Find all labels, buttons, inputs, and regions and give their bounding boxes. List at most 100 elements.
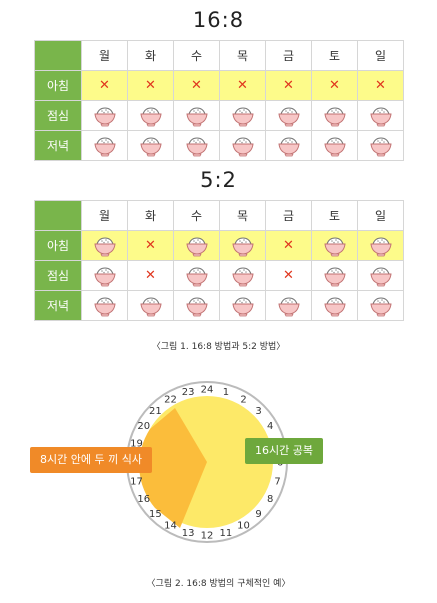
day-header: 일: [357, 200, 404, 231]
eating-window-tag: 8시간 안에 두 끼 식사: [30, 447, 152, 473]
clock-hour-label: 19: [130, 439, 143, 450]
meal-row: 저녁: [34, 130, 404, 161]
meal-cell: [357, 290, 404, 321]
meal-label: 아침: [34, 230, 82, 261]
meal-cell: [173, 130, 220, 161]
skip-x-icon: ✕: [145, 78, 156, 93]
clock-hour-label: 23: [182, 387, 195, 398]
clock-hour-label: 14: [164, 521, 177, 532]
figure1-caption: 〈그림 1. 16:8 방법과 5:2 방법〉: [151, 342, 286, 352]
meal-label: 저녁: [34, 290, 82, 321]
rice-bowl-icon: [369, 136, 392, 156]
skipped-meal-cell: ✕: [311, 70, 358, 101]
day-header: 월: [81, 40, 128, 71]
clock-hour-label: 9: [255, 509, 261, 520]
skip-x-icon: ✕: [145, 238, 156, 253]
table-corner: [34, 40, 82, 71]
eating-window-label: 8시간 안에 두 끼 식사: [40, 453, 142, 466]
table-corner: [34, 200, 82, 231]
skip-x-icon: ✕: [283, 78, 294, 93]
rice-bowl-icon: [185, 136, 208, 156]
meal-row: 저녁: [34, 290, 404, 321]
clock-hour-label: 11: [220, 528, 233, 539]
clock-hour-label: 12: [201, 531, 214, 542]
meal-label: 저녁: [34, 130, 82, 161]
day-header: 일: [357, 40, 404, 71]
meal-cell: [81, 290, 128, 321]
fasting-tag: 16시간 공복: [245, 438, 323, 464]
meal-cell: [265, 290, 312, 321]
meal-cell: [311, 230, 358, 261]
skip-x-icon: ✕: [329, 78, 340, 93]
skipped-meal-cell: ✕: [127, 260, 174, 291]
day-header: 월: [81, 200, 128, 231]
rice-bowl-icon: [323, 266, 346, 286]
meal-row: 점심: [34, 100, 404, 131]
skipped-meal-cell: ✕: [265, 260, 312, 291]
table2-title: 5:2: [200, 168, 237, 192]
skipped-meal-cell: ✕: [357, 70, 404, 101]
meal-cell: [219, 100, 266, 131]
clock-hour-label: 4: [267, 421, 273, 432]
clock-hour-label: 21: [149, 406, 162, 417]
meal-row: 아침 ✕ ✕: [34, 230, 404, 261]
skipped-meal-cell: ✕: [265, 230, 312, 261]
meal-cell: [265, 100, 312, 131]
clock-hour-label: 17: [130, 476, 143, 487]
rice-bowl-icon: [277, 106, 300, 126]
day-header: 화: [127, 200, 174, 231]
day-header: 수: [173, 200, 220, 231]
meal-cell: [127, 130, 174, 161]
clock-hour-label: 24: [201, 385, 214, 396]
rice-bowl-icon: [369, 236, 392, 256]
rice-bowl-icon: [139, 296, 162, 316]
meal-cell: [357, 130, 404, 161]
skipped-meal-cell: ✕: [127, 70, 174, 101]
rice-bowl-icon: [93, 296, 116, 316]
day-header: 금: [265, 40, 312, 71]
skip-x-icon: ✕: [237, 78, 248, 93]
rice-bowl-icon: [369, 106, 392, 126]
rice-bowl-icon: [93, 266, 116, 286]
meal-cell: [357, 230, 404, 261]
meal-cell: [311, 260, 358, 291]
rice-bowl-icon: [185, 266, 208, 286]
skip-x-icon: ✕: [145, 268, 156, 283]
rice-bowl-icon: [231, 106, 254, 126]
clock-hour-label: 22: [164, 394, 177, 405]
clock-hour-label: 3: [255, 406, 261, 417]
meal-label: 점심: [34, 260, 82, 291]
rice-bowl-icon: [323, 236, 346, 256]
day-header: 화: [127, 40, 174, 71]
eating-window-wedge: [139, 408, 207, 528]
meal-row: 점심 ✕ ✕: [34, 260, 404, 291]
rice-bowl-icon: [185, 236, 208, 256]
meal-cell: [311, 290, 358, 321]
clock-hour-label: 20: [137, 421, 150, 432]
meal-cell: [311, 100, 358, 131]
meal-cell: [219, 290, 266, 321]
rice-bowl-icon: [323, 106, 346, 126]
meal-cell: [219, 260, 266, 291]
clock-hour-label: 10: [237, 521, 250, 532]
meal-label: 아침: [34, 70, 82, 101]
skipped-meal-cell: ✕: [127, 230, 174, 261]
meal-row: 아침✕✕✕✕✕✕✕: [34, 70, 404, 101]
rice-bowl-icon: [277, 296, 300, 316]
rice-bowl-icon: [323, 136, 346, 156]
clock-hour-label: 16: [137, 494, 150, 505]
meal-cell: [357, 260, 404, 291]
rice-bowl-icon: [323, 296, 346, 316]
day-header: 목: [219, 200, 266, 231]
table1-title: 16:8: [192, 8, 245, 32]
meal-cell: [265, 130, 312, 161]
clock-hour-label: 8: [267, 494, 273, 505]
rice-bowl-icon: [93, 136, 116, 156]
clock-hour-label: 7: [274, 476, 280, 487]
rice-bowl-icon: [93, 106, 116, 126]
meal-cell: [81, 130, 128, 161]
clock-hour-label: 1: [223, 387, 229, 398]
rice-bowl-icon: [231, 266, 254, 286]
